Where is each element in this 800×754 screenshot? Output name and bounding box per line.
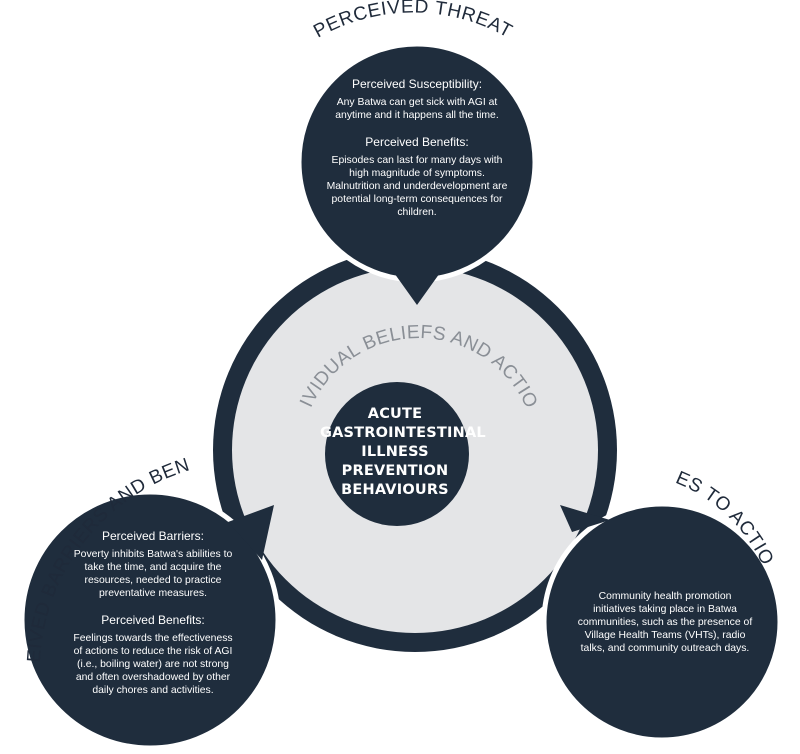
barriers-benefits-body: Feelings towards the effectiveness of ac… — [73, 633, 233, 696]
barriers-text: Poverty inhibits Batwa's abilities to ta… — [73, 549, 233, 599]
center-line-1: ACUTE — [367, 406, 423, 422]
cues-to-action-node — [541, 501, 783, 743]
perceived-threat-title: PERCEIVED THREAT — [310, 0, 516, 42]
susceptibility-text: Any Batwa can get sick with AGI at anyti… — [335, 97, 499, 121]
threat-benefits-text: Episodes can last for many days with hig… — [326, 155, 508, 218]
center-title: ACUTE GASTROINTESTINAL ILLNESS PREVENTIO… — [320, 405, 486, 500]
barriers-benefits-node — [19, 489, 281, 751]
perceived-threat-text: Perceived Susceptibility: Any Batwa can … — [322, 78, 512, 219]
center-line-4: BEHAVIOURS — [341, 482, 449, 498]
cues-text: Community health promotion initiatives t… — [577, 591, 753, 654]
perceived-threat-node — [296, 41, 538, 305]
threat-benefits-heading: Perceived Benefits: — [365, 135, 469, 149]
barriers-benefits-text: Perceived Barriers: Poverty inhibits Bat… — [68, 530, 238, 697]
susceptibility-heading: Perceived Susceptibility: — [351, 77, 483, 91]
center-line-2: GASTROINTESTINAL — [320, 425, 486, 441]
barriers-benefits-heading: Perceived Benefits: — [101, 613, 205, 627]
barriers-heading: Perceived Barriers: — [101, 529, 205, 543]
center-line-3: ILLNESS PREVENTION — [341, 444, 449, 479]
cues-to-action-text: Community health promotion initiatives t… — [576, 590, 754, 655]
center-circle — [325, 382, 469, 526]
